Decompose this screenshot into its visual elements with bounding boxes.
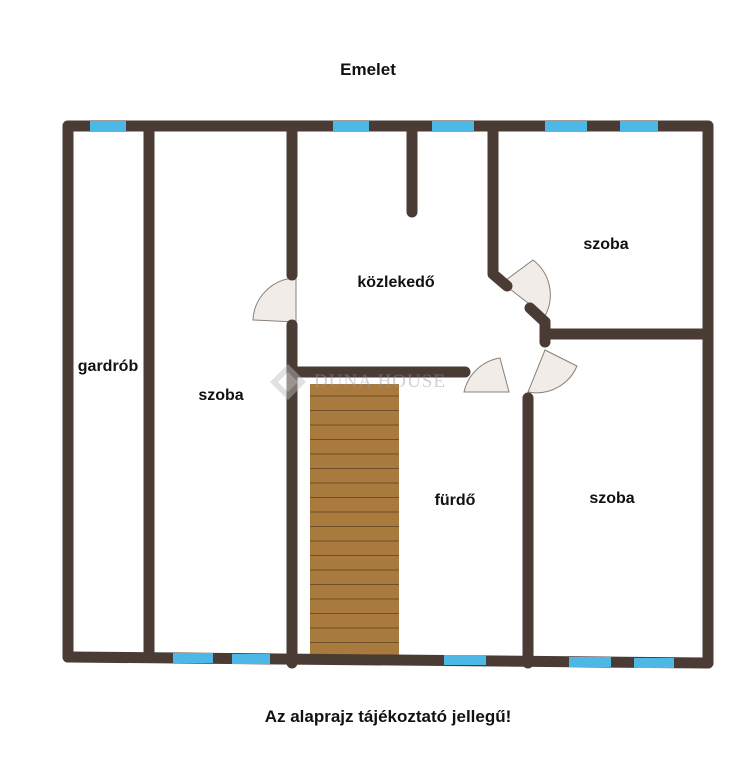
duna-house-logo-icon — [270, 364, 306, 400]
room-label-szoba-top-right: szoba — [583, 236, 629, 253]
door-furdo — [463, 357, 510, 393]
window — [569, 657, 611, 667]
window — [620, 121, 658, 131]
window — [444, 655, 486, 665]
staircase — [310, 384, 399, 655]
doors — [252, 259, 578, 394]
windows — [90, 121, 674, 668]
window — [173, 653, 213, 663]
disclaimer-note: Az alaprajz tájékoztató jellegű! — [264, 707, 512, 726]
door-szoba-bottom-right — [527, 349, 578, 394]
window — [634, 658, 674, 668]
window — [333, 121, 369, 131]
door-szoba-left — [252, 277, 297, 323]
room-label-gardrob: gardrób — [77, 358, 139, 375]
room-label-szoba-bottom-right: szoba — [589, 490, 635, 507]
room-label-furdo: fürdő — [434, 492, 476, 509]
window — [545, 121, 587, 131]
watermark: DUNA HOUSE — [268, 362, 446, 402]
window — [432, 121, 474, 131]
room-label-kozlekedo: közlekedő — [357, 274, 435, 291]
plan-title: Emelet — [340, 60, 396, 79]
room-label-szoba-left: szoba — [198, 387, 244, 404]
window — [90, 121, 126, 131]
watermark-text: DUNA HOUSE — [314, 371, 446, 392]
window — [232, 654, 270, 664]
door-szoba-top-right — [501, 259, 551, 317]
